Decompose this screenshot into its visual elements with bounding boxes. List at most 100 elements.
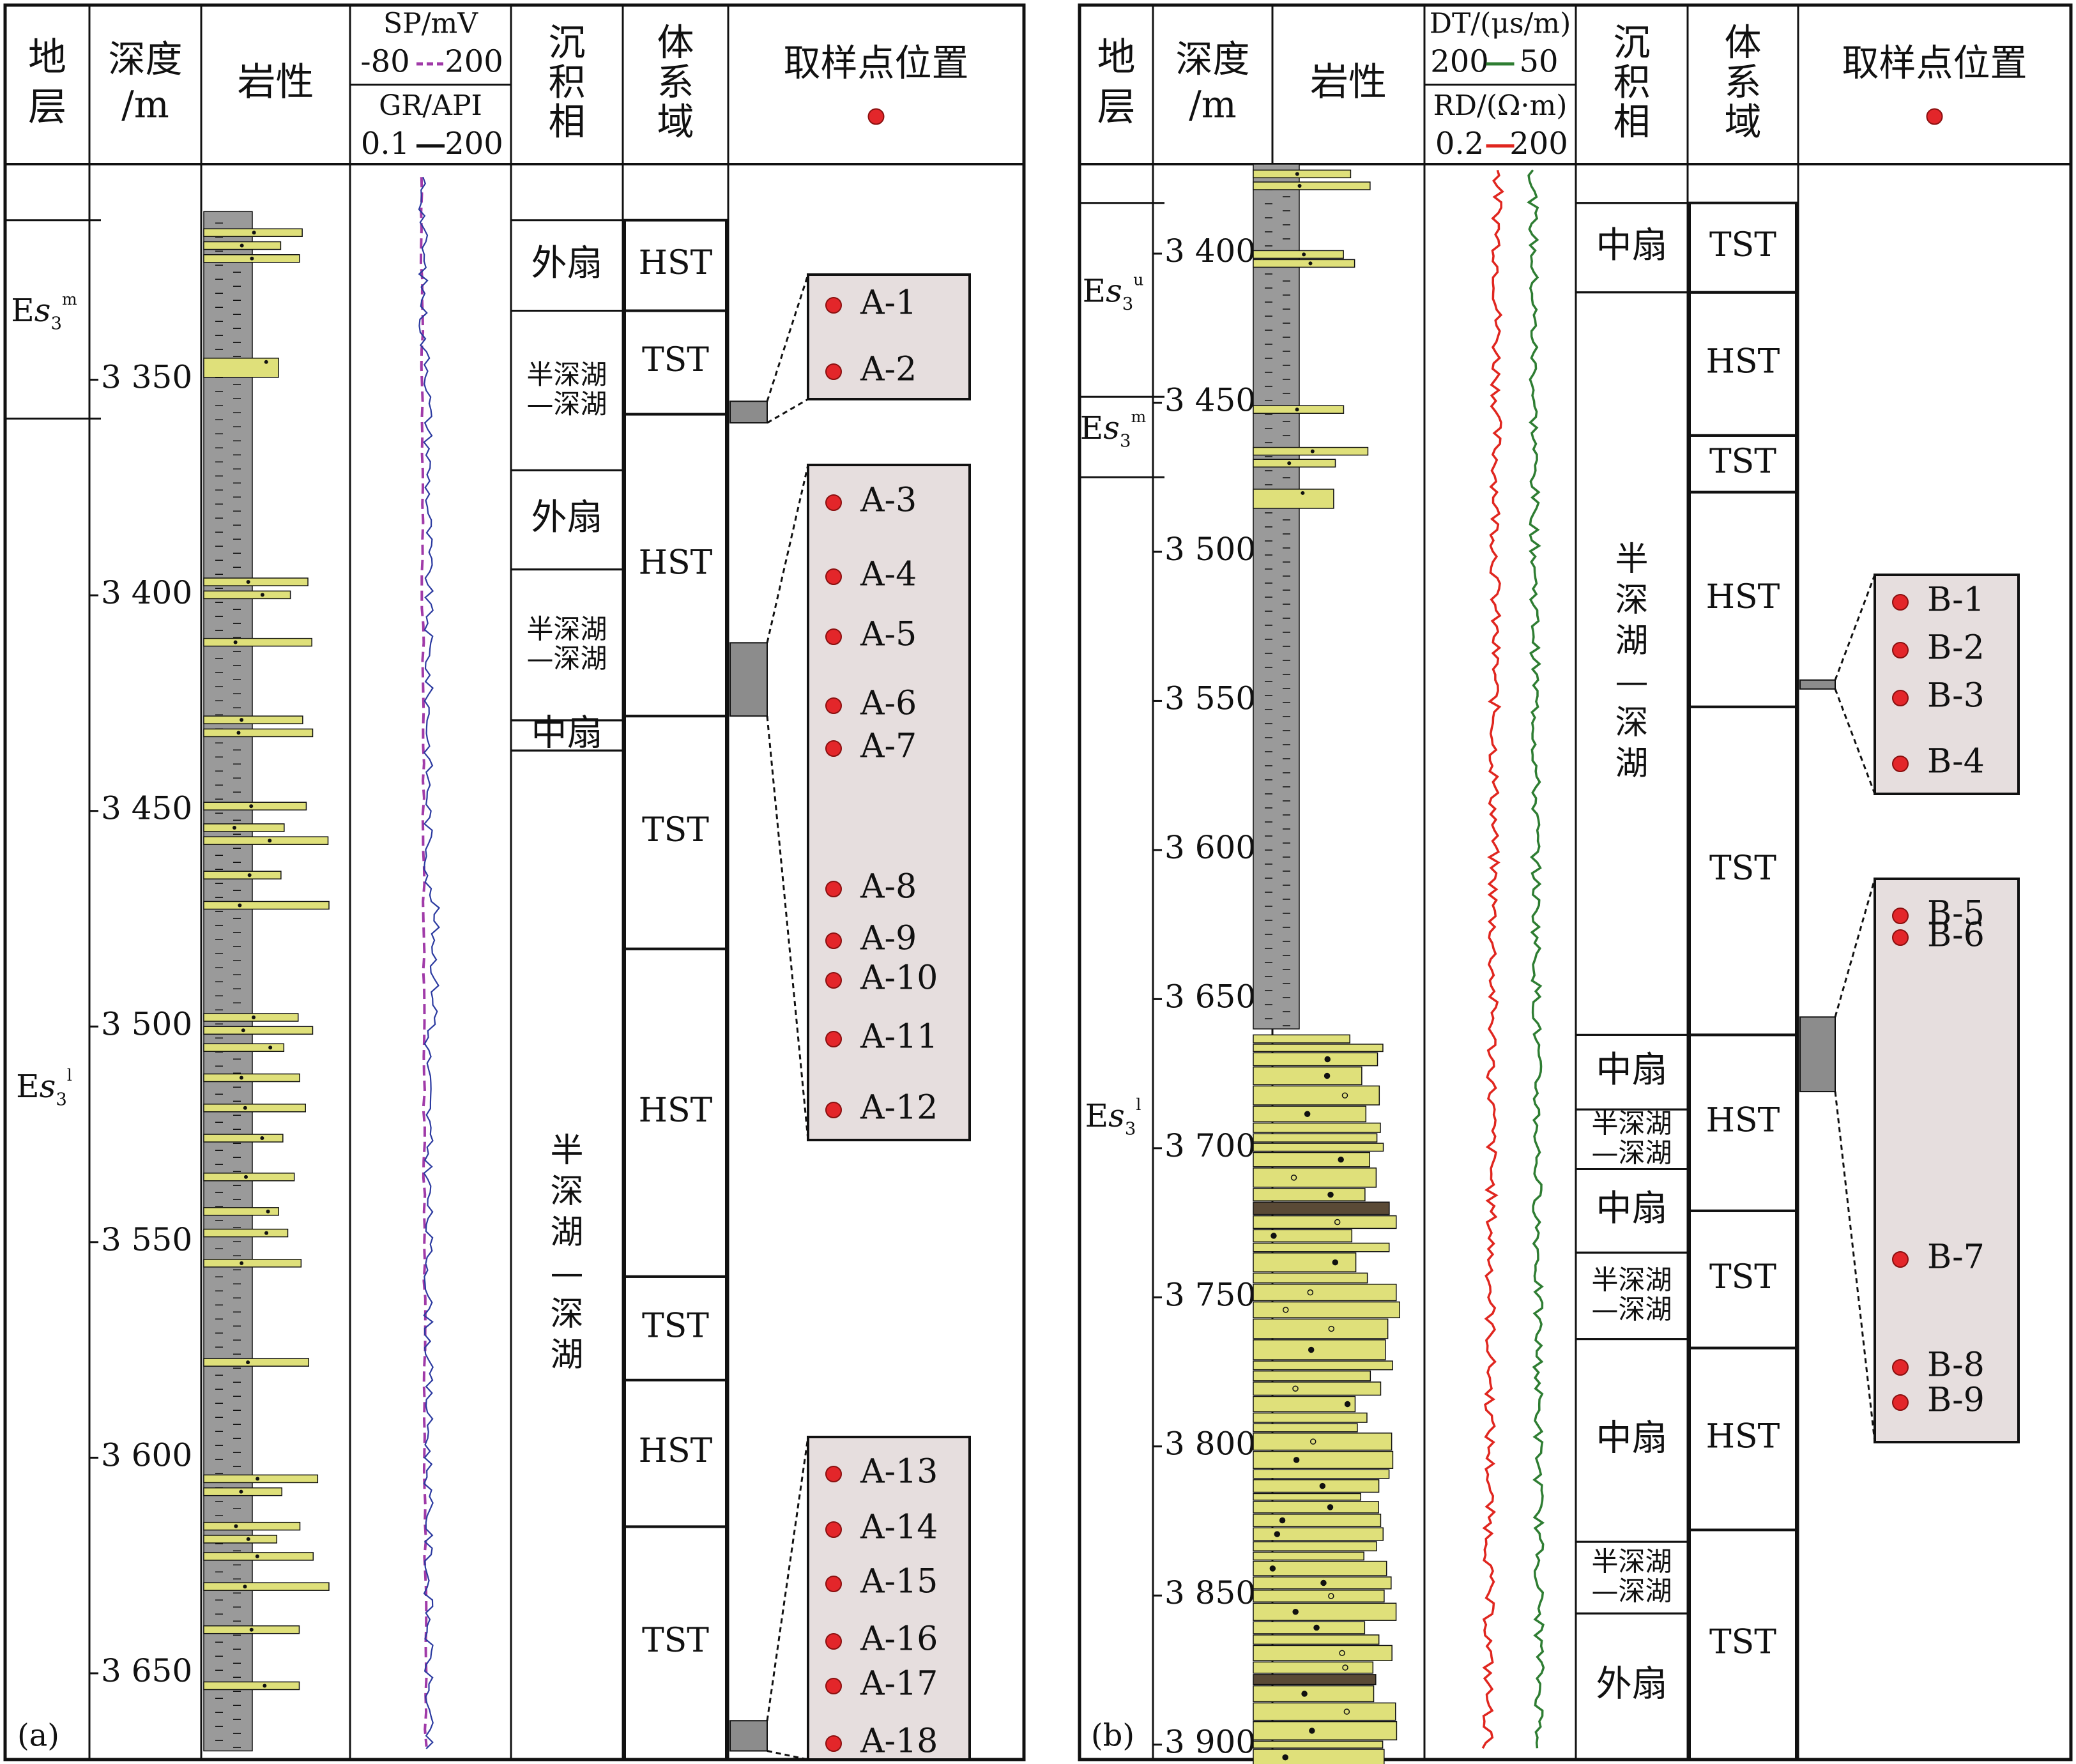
grain-dot — [1324, 1072, 1331, 1079]
sandstone-bed — [203, 901, 330, 910]
systems-tract-label: TST — [642, 1622, 709, 1660]
sandstone-bed — [1253, 1590, 1385, 1603]
facies-label: —深湖 — [1591, 1293, 1672, 1325]
sample-dot — [1892, 642, 1909, 658]
sample-dot — [825, 1102, 842, 1118]
depth-label: 3 750 — [1164, 1276, 1256, 1313]
sample-label: A-3 — [860, 482, 917, 520]
grain-dot — [243, 1106, 247, 1110]
sample-label: A-5 — [860, 616, 917, 654]
grain-dot — [1341, 1092, 1348, 1099]
depth-label: 3 650 — [101, 1652, 192, 1689]
grain-dot — [1307, 1289, 1314, 1296]
grain-dot — [247, 873, 252, 878]
sample-dot — [825, 1678, 842, 1694]
grain-dot — [1309, 1438, 1317, 1445]
grain-dot — [1302, 252, 1306, 257]
sample-label: A-16 — [860, 1620, 938, 1659]
sandstone-bed — [203, 871, 282, 879]
systems-tract-cell — [1688, 1528, 1797, 1761]
sample-label: A-8 — [860, 868, 917, 906]
facies-label: 外扇 — [1596, 1664, 1668, 1705]
facies-label: 深 — [1615, 581, 1648, 620]
depth-label: 3 400 — [101, 574, 192, 611]
header-samples: 取样点位置 — [1842, 42, 2027, 85]
grain-dot — [246, 580, 250, 584]
grain-dot — [1339, 1650, 1345, 1657]
systems-tract-label: TST — [1709, 1258, 1776, 1296]
sandstone-bed — [1253, 1085, 1380, 1106]
systems-tract-cell — [623, 1525, 728, 1761]
sample-dot — [825, 1576, 842, 1592]
grain-dot — [239, 1489, 243, 1494]
grain-dot — [1319, 1482, 1326, 1489]
sandstone-bed — [1253, 1229, 1353, 1243]
header-depth-unit: /m — [121, 83, 169, 126]
sample-label: B-3 — [1927, 677, 1985, 715]
facies-label: —深湖 — [526, 642, 607, 674]
sandstone-bed — [1253, 489, 1334, 509]
grain-dot — [1344, 1401, 1351, 1408]
header-depth-unit: /m — [1189, 83, 1237, 126]
grain-dot — [266, 1209, 270, 1213]
grain-dot — [250, 256, 254, 261]
sandstone-bed — [203, 637, 312, 647]
sandstone-bed — [1253, 1318, 1389, 1339]
grain-dot — [1334, 1219, 1341, 1226]
sample-label: A-7 — [860, 727, 917, 766]
facies-label: 湖 — [550, 1213, 583, 1252]
systems-tract-label: HST — [639, 1432, 713, 1470]
grain-dot — [268, 1045, 273, 1050]
sample-dot — [825, 568, 842, 585]
sandstone-bed — [1253, 1066, 1362, 1086]
sample-group-box — [1874, 878, 2020, 1443]
log-bottom-title: RD/(Ω·m) — [1433, 89, 1568, 122]
sample-dot — [1892, 690, 1909, 706]
header-depth: 深度 — [108, 38, 182, 81]
sample-dot — [825, 1735, 842, 1752]
sample-callout-line — [766, 1436, 809, 1721]
grain-dot — [1327, 1191, 1334, 1198]
sandstone-bed — [203, 1026, 314, 1035]
grain-dot — [1301, 490, 1305, 495]
sandstone-bed — [1253, 1433, 1393, 1451]
log-bottom-scale-left: 0.1 — [361, 126, 409, 162]
grain-dot — [1328, 1593, 1334, 1599]
sample-legend-dot — [867, 108, 885, 125]
systems-tract-label: TST — [642, 1307, 709, 1345]
sandstone-bed — [203, 1582, 330, 1591]
systems-tract-label: HST — [1706, 1418, 1780, 1456]
sandstone-bed — [203, 1173, 295, 1182]
depth-label: 3 450 — [1164, 382, 1256, 419]
sample-dot — [825, 1031, 842, 1047]
dt-curve — [1527, 169, 1545, 1749]
grain-dot — [240, 243, 244, 248]
sandstone-bed — [203, 1043, 285, 1053]
sandstone-bed — [203, 1104, 306, 1113]
header-facies: 积 — [1613, 61, 1650, 104]
header-facies: 相 — [1613, 100, 1650, 144]
sample-dot — [825, 697, 842, 714]
facies-label: 深 — [550, 1295, 583, 1334]
facies-label: 中扇 — [1596, 225, 1668, 266]
facies-label: — — [551, 1254, 584, 1293]
grain-dot — [1324, 1056, 1331, 1063]
sandstone-bed — [203, 1535, 278, 1544]
sandstone-bed — [1253, 1034, 1350, 1044]
facies-label: 深 — [550, 1173, 583, 1211]
grain-dot — [246, 1537, 250, 1541]
sandstone-bed — [1253, 1360, 1393, 1371]
sandstone-bed — [203, 1358, 310, 1367]
grain-dot — [1301, 1691, 1308, 1697]
depth-label: 3 650 — [1164, 978, 1256, 1015]
facies-label: 中扇 — [531, 713, 603, 754]
sample-interval-marker — [729, 642, 768, 717]
facies-label: 外扇 — [531, 497, 603, 538]
sample-callout-line — [767, 398, 809, 424]
grain-dot — [260, 1136, 264, 1141]
sandstone-bed — [1253, 1674, 1377, 1685]
grain-dot — [1304, 1111, 1311, 1117]
depth-label: 3 550 — [1164, 680, 1256, 717]
sandstone-bed — [1253, 1044, 1384, 1053]
